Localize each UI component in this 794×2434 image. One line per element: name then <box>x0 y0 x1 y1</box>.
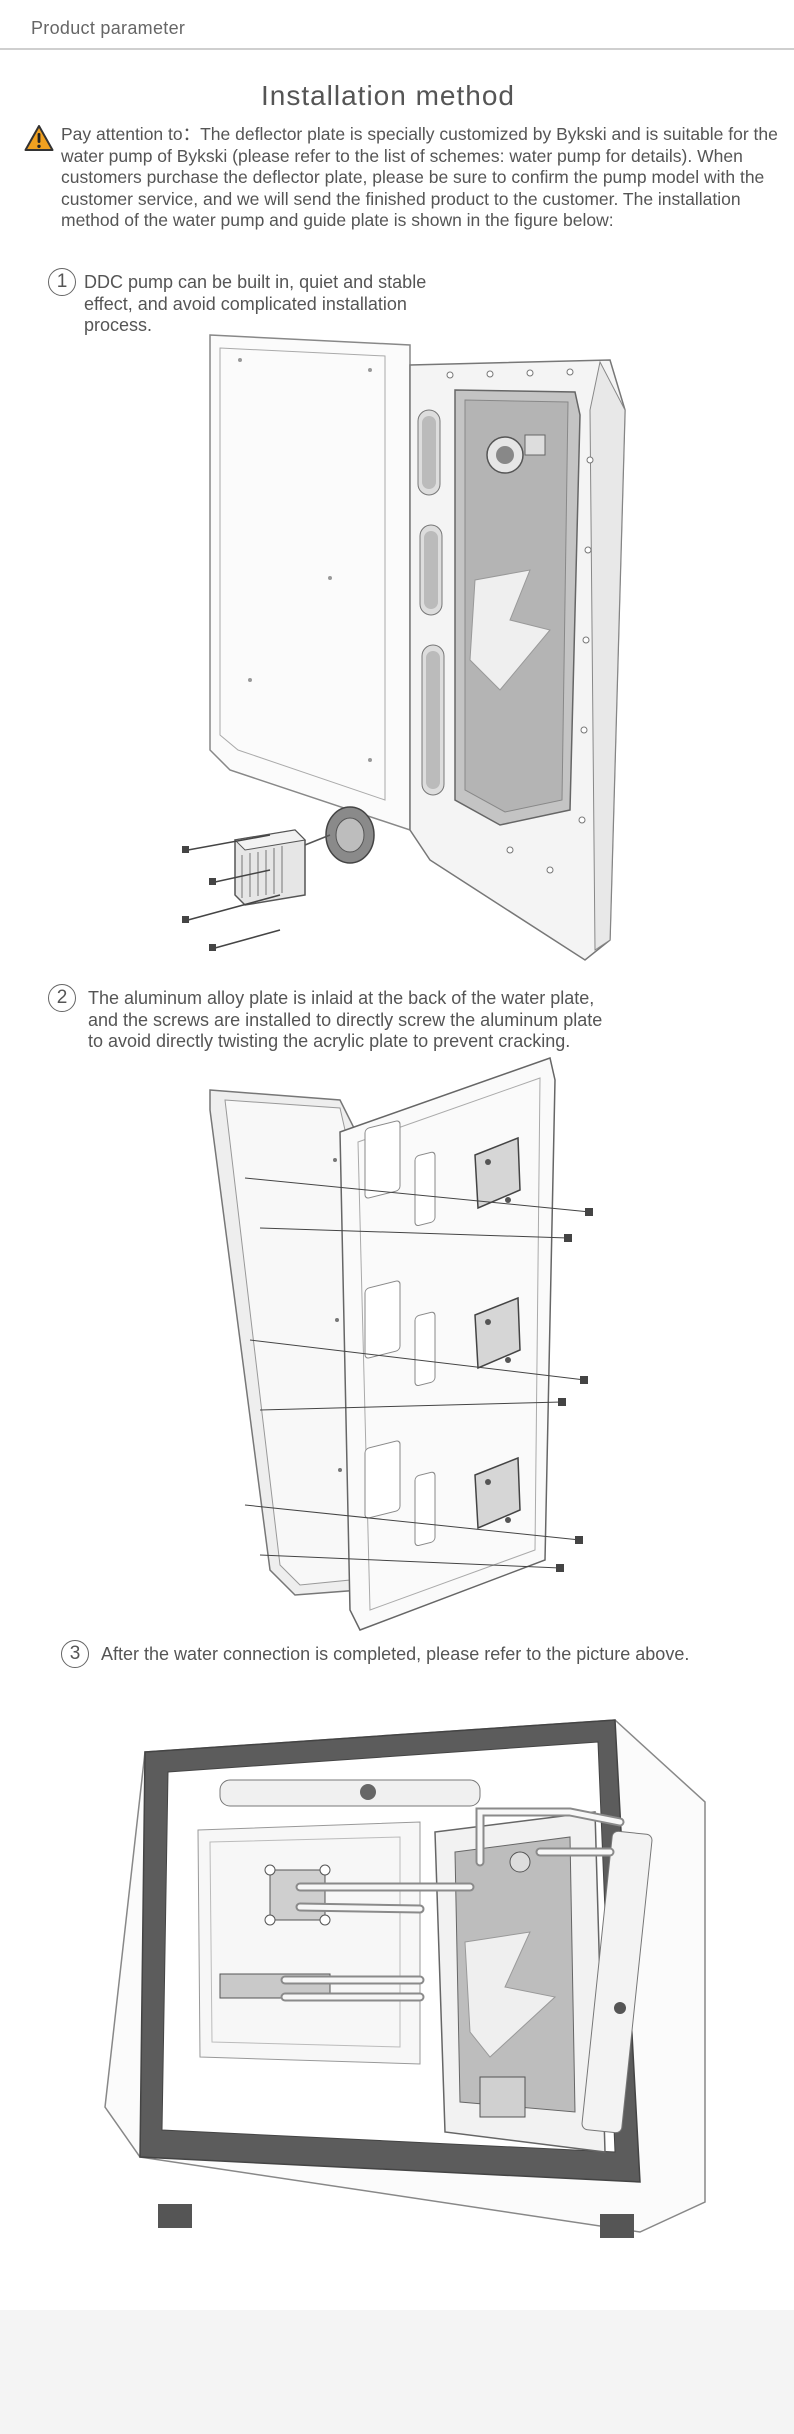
header-title: Product parameter <box>31 18 186 38</box>
footer-band <box>0 2310 794 2434</box>
step-1-text: DDC pump can be built in, quiet and stab… <box>84 272 427 335</box>
figure-case-installed <box>104 1719 706 2238</box>
step-1: 1 DDC pump can be built in, quiet and st… <box>48 268 508 338</box>
step-number-1: 1 <box>48 268 76 296</box>
figure-aluminum-plates <box>209 1057 593 1631</box>
step-number-3: 3 <box>61 1640 89 1668</box>
figure-pump-install <box>182 334 626 961</box>
page-header: Product parameter <box>0 0 794 50</box>
step-3-text: After the water connection is completed,… <box>101 1644 690 1664</box>
step-2-text: The aluminum alloy plate is inlaid at th… <box>88 988 603 1051</box>
step-2: 2 The aluminum alloy plate is inlaid at … <box>48 984 688 1054</box>
warning-text: Pay attention to：The deflector plate is … <box>61 124 778 230</box>
warning-triangle-icon <box>24 125 54 151</box>
section-title: Installation method <box>260 80 516 111</box>
step-number-2: 2 <box>48 984 76 1012</box>
step-3: 3 After the water connection is complete… <box>61 1640 781 1676</box>
